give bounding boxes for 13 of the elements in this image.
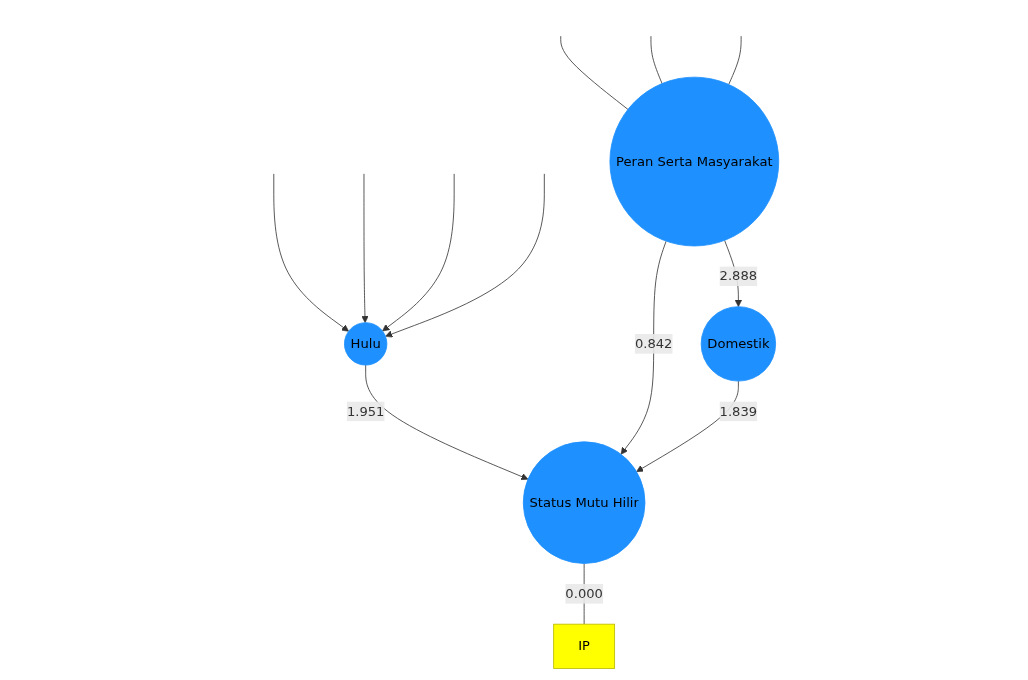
node-circle: Status Mutu Hilir [522,441,646,564]
edge-label: 1.951 [346,403,385,419]
node-circle: Domestik [700,306,777,382]
edge-label: 2.888 [719,268,758,284]
connector [728,35,742,85]
node-circle: Hulu [344,322,388,366]
node-box: IP [553,623,616,669]
connector [650,35,663,84]
connector [560,35,629,110]
edge-label: 0.842 [634,335,673,352]
edge-label: 1.839 [719,403,758,419]
edge-label: 0.000 [565,585,603,602]
node-circle: Peran Serta Masyarakat [609,76,780,247]
